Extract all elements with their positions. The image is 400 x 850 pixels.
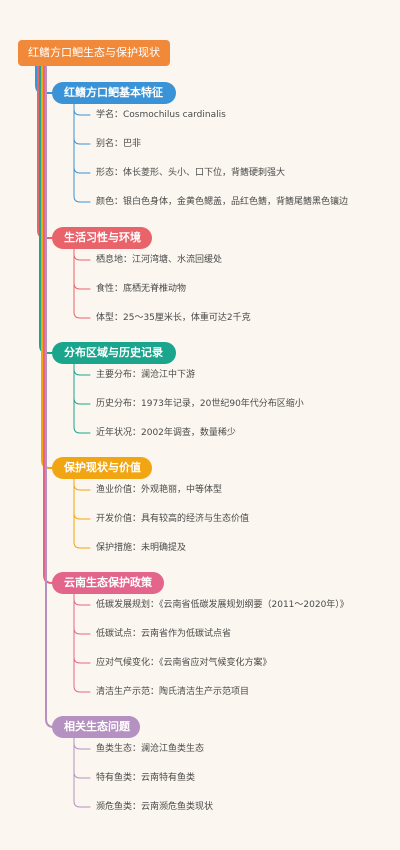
root-topic[interactable]: 红鳍方口鲃生态与保护现状	[18, 40, 170, 66]
item-connector	[73, 685, 91, 693]
item-connector	[73, 541, 91, 549]
item-connector	[73, 195, 91, 203]
branch-topic[interactable]: 生活习性与环境	[52, 227, 152, 249]
item-connector	[73, 656, 91, 664]
item-connector	[73, 426, 91, 434]
item-connector	[73, 742, 91, 750]
item-connector	[73, 771, 91, 779]
leaf-topic[interactable]: 体型：25～35厘米长，体重可达2千克	[96, 313, 251, 323]
item-connector	[73, 137, 91, 145]
leaf-topic[interactable]: 别名：巴非	[96, 139, 142, 149]
leaf-topic[interactable]: 食性：底栖无脊椎动物	[96, 284, 187, 294]
item-connector	[73, 483, 91, 491]
leaf-topic[interactable]: 保护措施：未明确提及	[96, 543, 187, 553]
item-connector	[73, 253, 91, 261]
leaf-topic[interactable]: 渔业价值：外观艳丽，中等体型	[96, 485, 223, 495]
item-connector	[73, 368, 91, 376]
leaf-topic[interactable]: 应对气候变化：《云南省应对气候变化方案》	[96, 658, 272, 668]
item-connector	[73, 512, 91, 520]
leaf-topic[interactable]: 濒危鱼类：云南濒危鱼类现状	[96, 802, 214, 812]
leaf-topic[interactable]: 形态：体长菱形、头小、口下位，背鳍硬刺强大	[96, 168, 286, 178]
branch-connector	[45, 65, 55, 728]
branch-topic[interactable]: 相关生态问题	[52, 716, 140, 738]
leaf-topic[interactable]: 颜色：银白色身体，金黄色鳃盖，品红色鳍，背鳍尾鳍黑色镶边	[96, 197, 349, 207]
leaf-topic[interactable]: 特有鱼类：云南特有鱼类	[96, 773, 196, 783]
leaf-topic[interactable]: 低碳试点：云南省作为低碳试点省	[96, 629, 232, 639]
item-connector	[73, 627, 91, 635]
branch-topic[interactable]: 保护现状与价值	[52, 457, 152, 479]
item-connector	[73, 166, 91, 174]
item-connector	[73, 108, 91, 116]
branch-topic[interactable]: 云南生态保护政策	[52, 572, 164, 594]
leaf-topic[interactable]: 历史分布：1973年记录，20世纪90年代分布区缩小	[96, 399, 304, 409]
item-connector	[73, 598, 91, 606]
branch-topic[interactable]: 分布区域与历史记录	[52, 342, 176, 364]
leaf-topic[interactable]: 近年状况：2002年调查，数量稀少	[96, 428, 236, 438]
leaf-topic[interactable]: 鱼类生态：澜沧江鱼类生态	[96, 744, 205, 754]
item-connector	[73, 311, 91, 319]
leaf-topic[interactable]: 开发价值：具有较高的经济与生态价值	[96, 514, 250, 524]
leaf-topic[interactable]: 学名：Cosmochilus cardinalis	[96, 110, 226, 120]
item-connector	[73, 397, 91, 405]
branch-topic[interactable]: 红鳍方口鲃基本特征	[52, 82, 176, 104]
leaf-topic[interactable]: 主要分布：澜沧江中下游	[96, 370, 196, 380]
leaf-topic[interactable]: 低碳发展规划：《云南省低碳发展规划纲要（2011～2020年）》	[96, 600, 349, 610]
leaf-topic[interactable]: 清洁生产示范：陶氏清洁生产示范项目	[96, 687, 250, 697]
leaf-topic[interactable]: 栖息地：江河湾塘、水流回缓处	[96, 255, 223, 265]
item-connector	[73, 282, 91, 290]
item-connector	[73, 800, 91, 808]
